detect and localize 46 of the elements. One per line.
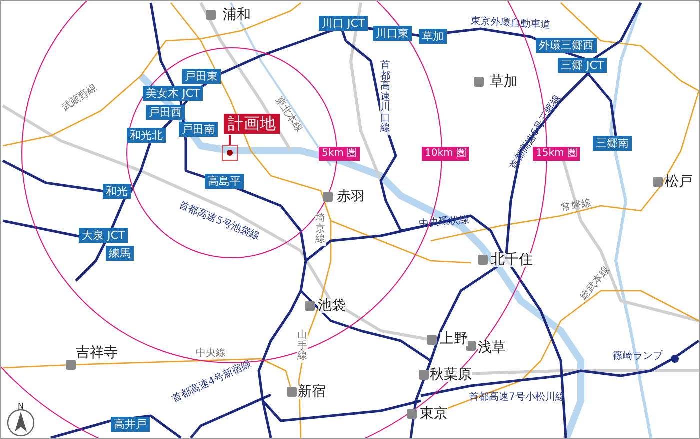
road-name: 首都高速川口線: [380, 61, 390, 134]
radius-label: 15km 圏: [533, 147, 580, 161]
interchange-sign: 和光北: [127, 128, 166, 143]
interchange-sign: 戸田東: [182, 69, 221, 84]
place-name: 秋葉原: [430, 368, 472, 382]
site-callout: 計画地: [224, 114, 280, 134]
interchange-sign: 練馬: [106, 246, 134, 261]
interchange-sign: 大泉 JCT: [79, 228, 128, 243]
interchange-sign: 美女木 JCT: [143, 86, 204, 101]
radius-label: 10km 圏: [422, 147, 470, 161]
railway-name: 武蔵野線: [61, 83, 100, 114]
radius-label: 5km 圏: [319, 147, 360, 161]
interchange-sign: 外環三郷西: [536, 38, 597, 53]
place-name: 草加: [490, 75, 518, 89]
place-name: 新宿: [298, 385, 326, 399]
railway-name: 総武本線: [579, 265, 612, 302]
railway-name: 山手線: [297, 331, 308, 362]
place-name: 吉祥寺: [76, 346, 118, 360]
place-name: 東京: [420, 407, 448, 421]
interchange-sign: 和光: [103, 184, 131, 199]
interchange-sign: 戸田西: [146, 105, 185, 120]
interchange-sign: 高島平: [205, 174, 244, 189]
place-name: 松戸: [665, 175, 693, 189]
road-name: 篠崎ランプ: [613, 352, 663, 362]
road-name: 首都高速5号池袋線: [177, 201, 262, 243]
place-name: 赤羽: [337, 190, 365, 204]
interchange-sign: 戸田南: [179, 122, 218, 137]
road-name: 中央環状線: [419, 216, 470, 230]
callout-pin: [229, 135, 231, 146]
place-name: 池袋: [318, 299, 346, 313]
railway-name: 常磐線: [561, 198, 592, 214]
interchange-sign: 高井戸: [111, 417, 150, 432]
place-name: 浦和: [223, 8, 251, 22]
place-name: 北千住: [491, 253, 533, 267]
interchange-sign: 川口東: [373, 26, 412, 41]
interchange-sign: 三郷南: [593, 136, 632, 151]
road-name: 首都高速4号新宿線: [171, 360, 254, 406]
site-marker: [222, 145, 238, 161]
interchange-sign: 三郷 JCT: [558, 58, 608, 73]
railway-name: 中央線: [196, 349, 226, 359]
place-name: 上野: [440, 332, 468, 346]
place-name: 浅草: [478, 341, 506, 355]
interchange-sign: 川口 JCT: [319, 16, 368, 31]
road-name: 東京外環自動車道: [470, 17, 551, 32]
interchange-sign: 草加: [419, 29, 447, 44]
railway-name: 埼京線: [315, 214, 326, 246]
